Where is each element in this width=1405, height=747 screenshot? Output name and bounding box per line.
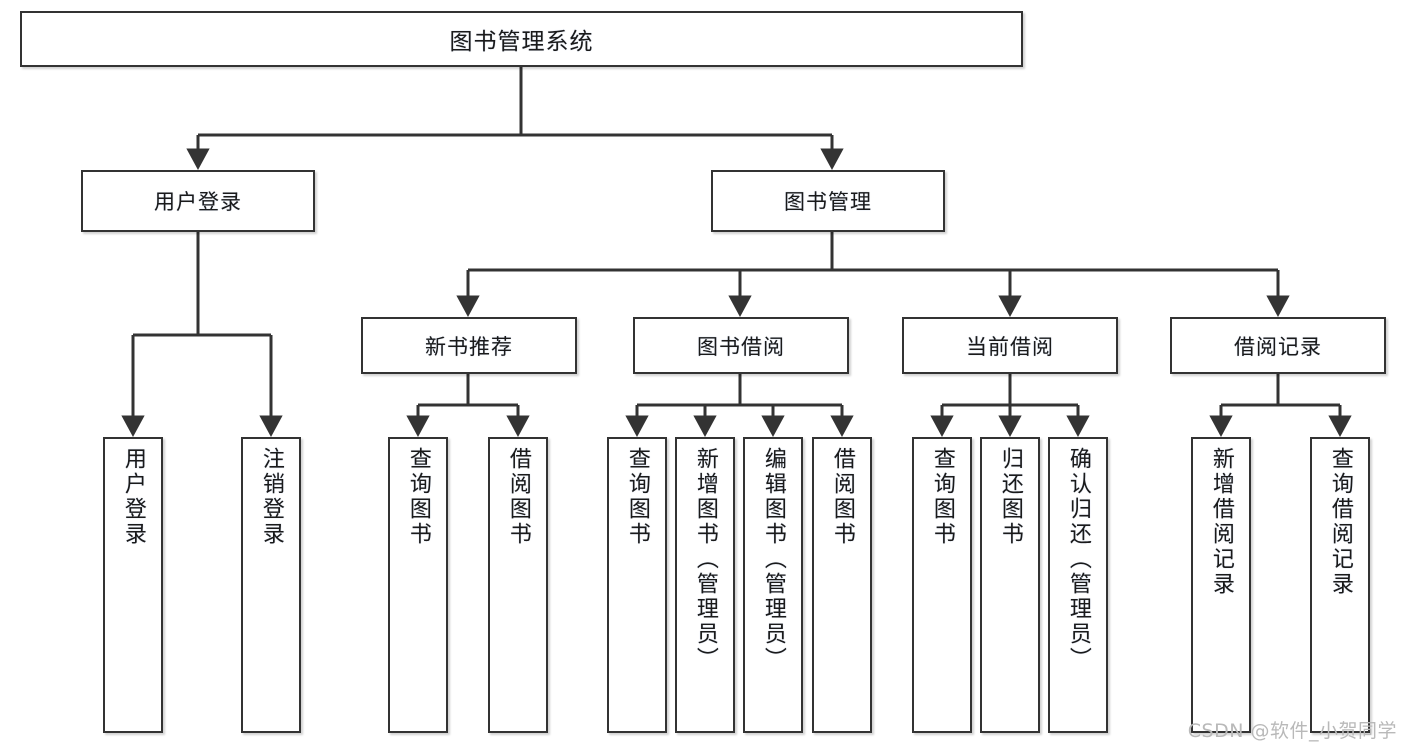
node-leaf-add-record[interactable]: 新增借阅记录 xyxy=(1191,437,1251,733)
node-user-login[interactable]: 用户登录 xyxy=(81,170,315,232)
node-current-borrow-label: 当前借阅 xyxy=(966,334,1054,359)
node-leaf-edit-book-label: 编辑图书（管理员） xyxy=(760,447,786,672)
node-new-book-rec-label: 新书推荐 xyxy=(425,334,513,359)
node-leaf-query-record-label: 查询借阅记录 xyxy=(1327,447,1353,597)
node-leaf-query-record[interactable]: 查询借阅记录 xyxy=(1310,437,1370,733)
node-leaf-return-book-label: 归还图书 xyxy=(997,447,1023,547)
node-leaf-query-book-1-label: 查询图书 xyxy=(405,447,431,547)
node-book-borrow-label: 图书借阅 xyxy=(697,334,785,359)
node-book-manage[interactable]: 图书管理 xyxy=(711,170,945,232)
node-leaf-user-login[interactable]: 用户登录 xyxy=(103,437,163,733)
node-leaf-edit-book[interactable]: 编辑图书（管理员） xyxy=(743,437,803,733)
node-leaf-query-book-2-label: 查询图书 xyxy=(624,447,650,547)
node-leaf-borrow-book-2-label: 借阅图书 xyxy=(829,447,855,547)
node-leaf-borrow-book-1-label: 借阅图书 xyxy=(505,447,531,547)
node-book-borrow[interactable]: 图书借阅 xyxy=(633,317,849,374)
node-leaf-return-book[interactable]: 归还图书 xyxy=(980,437,1040,733)
node-leaf-confirm-return[interactable]: 确认归还（管理员） xyxy=(1048,437,1108,733)
node-leaf-borrow-book-2[interactable]: 借阅图书 xyxy=(812,437,872,733)
node-leaf-add-record-label: 新增借阅记录 xyxy=(1208,447,1234,597)
node-current-borrow[interactable]: 当前借阅 xyxy=(902,317,1118,374)
node-leaf-user-logout[interactable]: 注销登录 xyxy=(241,437,301,733)
node-leaf-query-book-2[interactable]: 查询图书 xyxy=(607,437,667,733)
csdn-watermark: CSDN @软件_小贺同学 xyxy=(1187,720,1397,742)
node-user-login-label: 用户登录 xyxy=(154,190,242,214)
node-root-label: 图书管理系统 xyxy=(449,29,594,55)
node-leaf-borrow-book-1[interactable]: 借阅图书 xyxy=(488,437,548,733)
node-root[interactable]: 图书管理系统 xyxy=(20,11,1023,67)
node-leaf-confirm-return-label: 确认归还（管理员） xyxy=(1065,447,1091,672)
node-leaf-add-book[interactable]: 新增图书（管理员） xyxy=(675,437,735,733)
node-leaf-query-book-1[interactable]: 查询图书 xyxy=(388,437,448,733)
node-borrow-record[interactable]: 借阅记录 xyxy=(1170,317,1386,374)
node-leaf-query-book-3-label: 查询图书 xyxy=(929,447,955,547)
node-new-book-rec[interactable]: 新书推荐 xyxy=(361,317,577,374)
node-borrow-record-label: 借阅记录 xyxy=(1234,334,1322,359)
node-leaf-query-book-3[interactable]: 查询图书 xyxy=(912,437,972,733)
node-leaf-user-login-label: 用户登录 xyxy=(120,447,146,547)
node-leaf-user-logout-label: 注销登录 xyxy=(258,447,284,547)
node-book-manage-label: 图书管理 xyxy=(784,190,872,214)
node-leaf-add-book-label: 新增图书（管理员） xyxy=(692,447,718,672)
